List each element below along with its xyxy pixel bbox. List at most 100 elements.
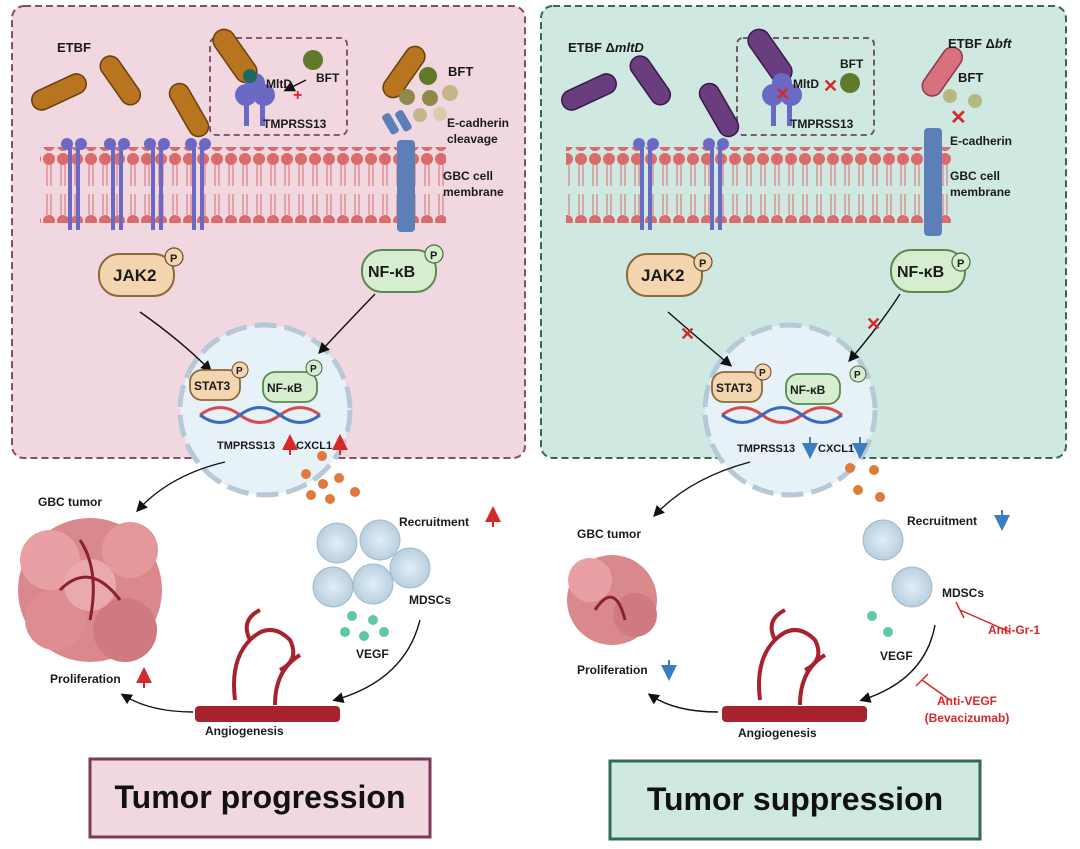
- left-tmprss-label: TMPRSS13: [263, 117, 327, 131]
- right-jak2-node: [626, 253, 703, 297]
- etbf-bacteria-icon: [31, 28, 426, 138]
- right-bft-toxin-icon: [840, 73, 860, 93]
- right-vegf-label: VEGF: [880, 649, 913, 663]
- right-e-cadherin-icon: [924, 128, 942, 236]
- right-antivegf-label-1: Anti-VEGF: [937, 694, 997, 708]
- right-nfkb-node: [890, 249, 966, 293]
- left-gene2-label: CXCL1: [296, 440, 332, 452]
- right-stat3-label: STAT3: [716, 381, 753, 395]
- left-prolif-label: Proliferation: [50, 672, 121, 686]
- right-membrane-label-2: membrane: [950, 185, 1011, 199]
- left-nfkb-p: P: [430, 250, 437, 262]
- left-chemokine-dots: [301, 451, 360, 504]
- right-gbc-tumor-icon: [567, 555, 657, 645]
- right-jak2-block-icon: ✕: [680, 324, 695, 344]
- left-receptors: [61, 138, 211, 230]
- right-nfkb-nuclear-label: NF-κB: [790, 383, 826, 397]
- right-stat3-node: [711, 371, 763, 403]
- right-vegf-dots: [867, 611, 893, 637]
- left-membrane-label-2: membrane: [443, 185, 504, 199]
- right-title: Tumor suppression: [647, 781, 943, 817]
- right-tmprss13-receptor-icon: [762, 73, 802, 126]
- right-bft-side-label: BFT: [958, 70, 983, 85]
- left-mdsc-cells-icon: [312, 519, 431, 608]
- right-prolif-label: Proliferation: [577, 663, 648, 677]
- left-mdsc-label: MDSCs: [409, 593, 451, 607]
- left-tmprss13-receptor-icon: [235, 69, 275, 126]
- right-mdsc-cells-icon: [862, 519, 933, 608]
- right-gene2-label: CXCL1: [818, 443, 854, 455]
- left-mltd-inset-box: [209, 37, 348, 136]
- right-strain1-label: ETBF ΔmltD: [568, 40, 644, 55]
- right-recruit-label: Recruitment: [907, 514, 977, 528]
- right-mdsc-label: MDSCs: [942, 586, 984, 600]
- right-membrane-label-1: GBC cell: [950, 169, 1000, 183]
- right-antivegf-inhibit-line: [921, 679, 951, 701]
- left-bft-side-label: BFT: [448, 64, 473, 79]
- left-bft-toxins-icon: [399, 67, 458, 122]
- right-cell-membrane: [566, 147, 952, 223]
- left-jak2-node: [98, 253, 175, 297]
- left-title-box: [88, 757, 432, 839]
- right-gene1-label: TMPRSS13: [737, 443, 795, 455]
- left-tumor-label: GBC tumor: [38, 495, 102, 509]
- right-bft-x-icon: ✕: [823, 76, 838, 96]
- left-plus-icon: +: [293, 87, 302, 104]
- right-tmprss-label: TMPRSS13: [790, 117, 854, 131]
- right-dna-icon: [721, 406, 843, 424]
- left-jak2-p: P: [170, 253, 177, 265]
- left-title: Tumor progression: [115, 779, 406, 815]
- left-nfkb-nuclear-label: NF-κB: [267, 381, 303, 395]
- left-vegf-label: VEGF: [356, 647, 389, 661]
- left-nfkb-nuclear-node: [262, 371, 318, 403]
- left-stat3-p: P: [236, 366, 243, 377]
- right-ecad-label: E-cadherin: [950, 134, 1012, 148]
- right-antigr1-inhibit-line: [959, 609, 1011, 633]
- left-nfkb-nuclear-p: P: [310, 364, 317, 375]
- right-nfkb-nuclear-node: [785, 373, 841, 405]
- left-vegf-dots: [340, 611, 389, 641]
- right-mltd-label: MltD: [793, 77, 819, 91]
- right-nfkb-p: P: [957, 258, 964, 270]
- right-stat3-p: P: [759, 368, 766, 379]
- right-nfkb-nuclear-p: P: [854, 370, 861, 381]
- left-ecad-label: E-cadherin: [447, 116, 509, 130]
- right-nfkb-label: NF-κB: [897, 264, 944, 281]
- left-angio-label: Angiogenesis: [205, 724, 284, 738]
- right-jak2-p: P: [699, 258, 706, 270]
- right-bft-block-x-icon: ✕: [950, 107, 967, 129]
- left-nfkb-label: NF-κB: [368, 264, 415, 281]
- right-jak2-label: JAK2: [641, 266, 684, 285]
- left-strain-label: ETBF: [57, 40, 91, 55]
- left-bft-label: BFT: [316, 71, 340, 85]
- left-recruit-label: Recruitment: [399, 515, 469, 529]
- right-bft-toxins-icon: [943, 89, 982, 108]
- left-nfkb-node: [361, 249, 437, 293]
- left-membrane-label-1: GBC cell: [443, 169, 493, 183]
- left-gbc-tumor-icon: [18, 518, 162, 662]
- left-e-cadherin-icon: [382, 110, 415, 232]
- right-tumor-label: GBC tumor: [577, 527, 641, 541]
- left-ecad-cleavage-label: cleavage: [447, 132, 498, 146]
- right-title-box: [608, 759, 982, 841]
- left-blood-vessel-icon: [195, 608, 340, 722]
- right-antivegf-label-2: (Bevacizumab): [925, 711, 1010, 725]
- left-stat3-node: [189, 369, 241, 401]
- right-chemokine-dots: [845, 463, 885, 502]
- right-mltd-x-icon: ✕: [775, 84, 790, 104]
- left-cell-membrane: [40, 147, 446, 223]
- left-panel-box: [11, 5, 526, 459]
- right-antigr1-label: Anti-Gr-1: [988, 623, 1040, 637]
- right-nfkb-block-icon: ✕: [866, 314, 881, 334]
- right-mltd-inset-box: [736, 37, 875, 136]
- left-gene1-label: TMPRSS13: [217, 440, 275, 452]
- left-mltd-label: MltD: [266, 77, 292, 91]
- left-bft-toxin-icon: [303, 50, 323, 70]
- left-stat3-label: STAT3: [194, 379, 231, 393]
- left-dna-icon: [199, 406, 321, 424]
- right-blood-vessel-icon: [722, 608, 867, 722]
- right-bft-label: BFT: [840, 57, 864, 71]
- right-strain2-label: ETBF Δbft: [948, 36, 1012, 51]
- left-jak2-label: JAK2: [113, 266, 156, 285]
